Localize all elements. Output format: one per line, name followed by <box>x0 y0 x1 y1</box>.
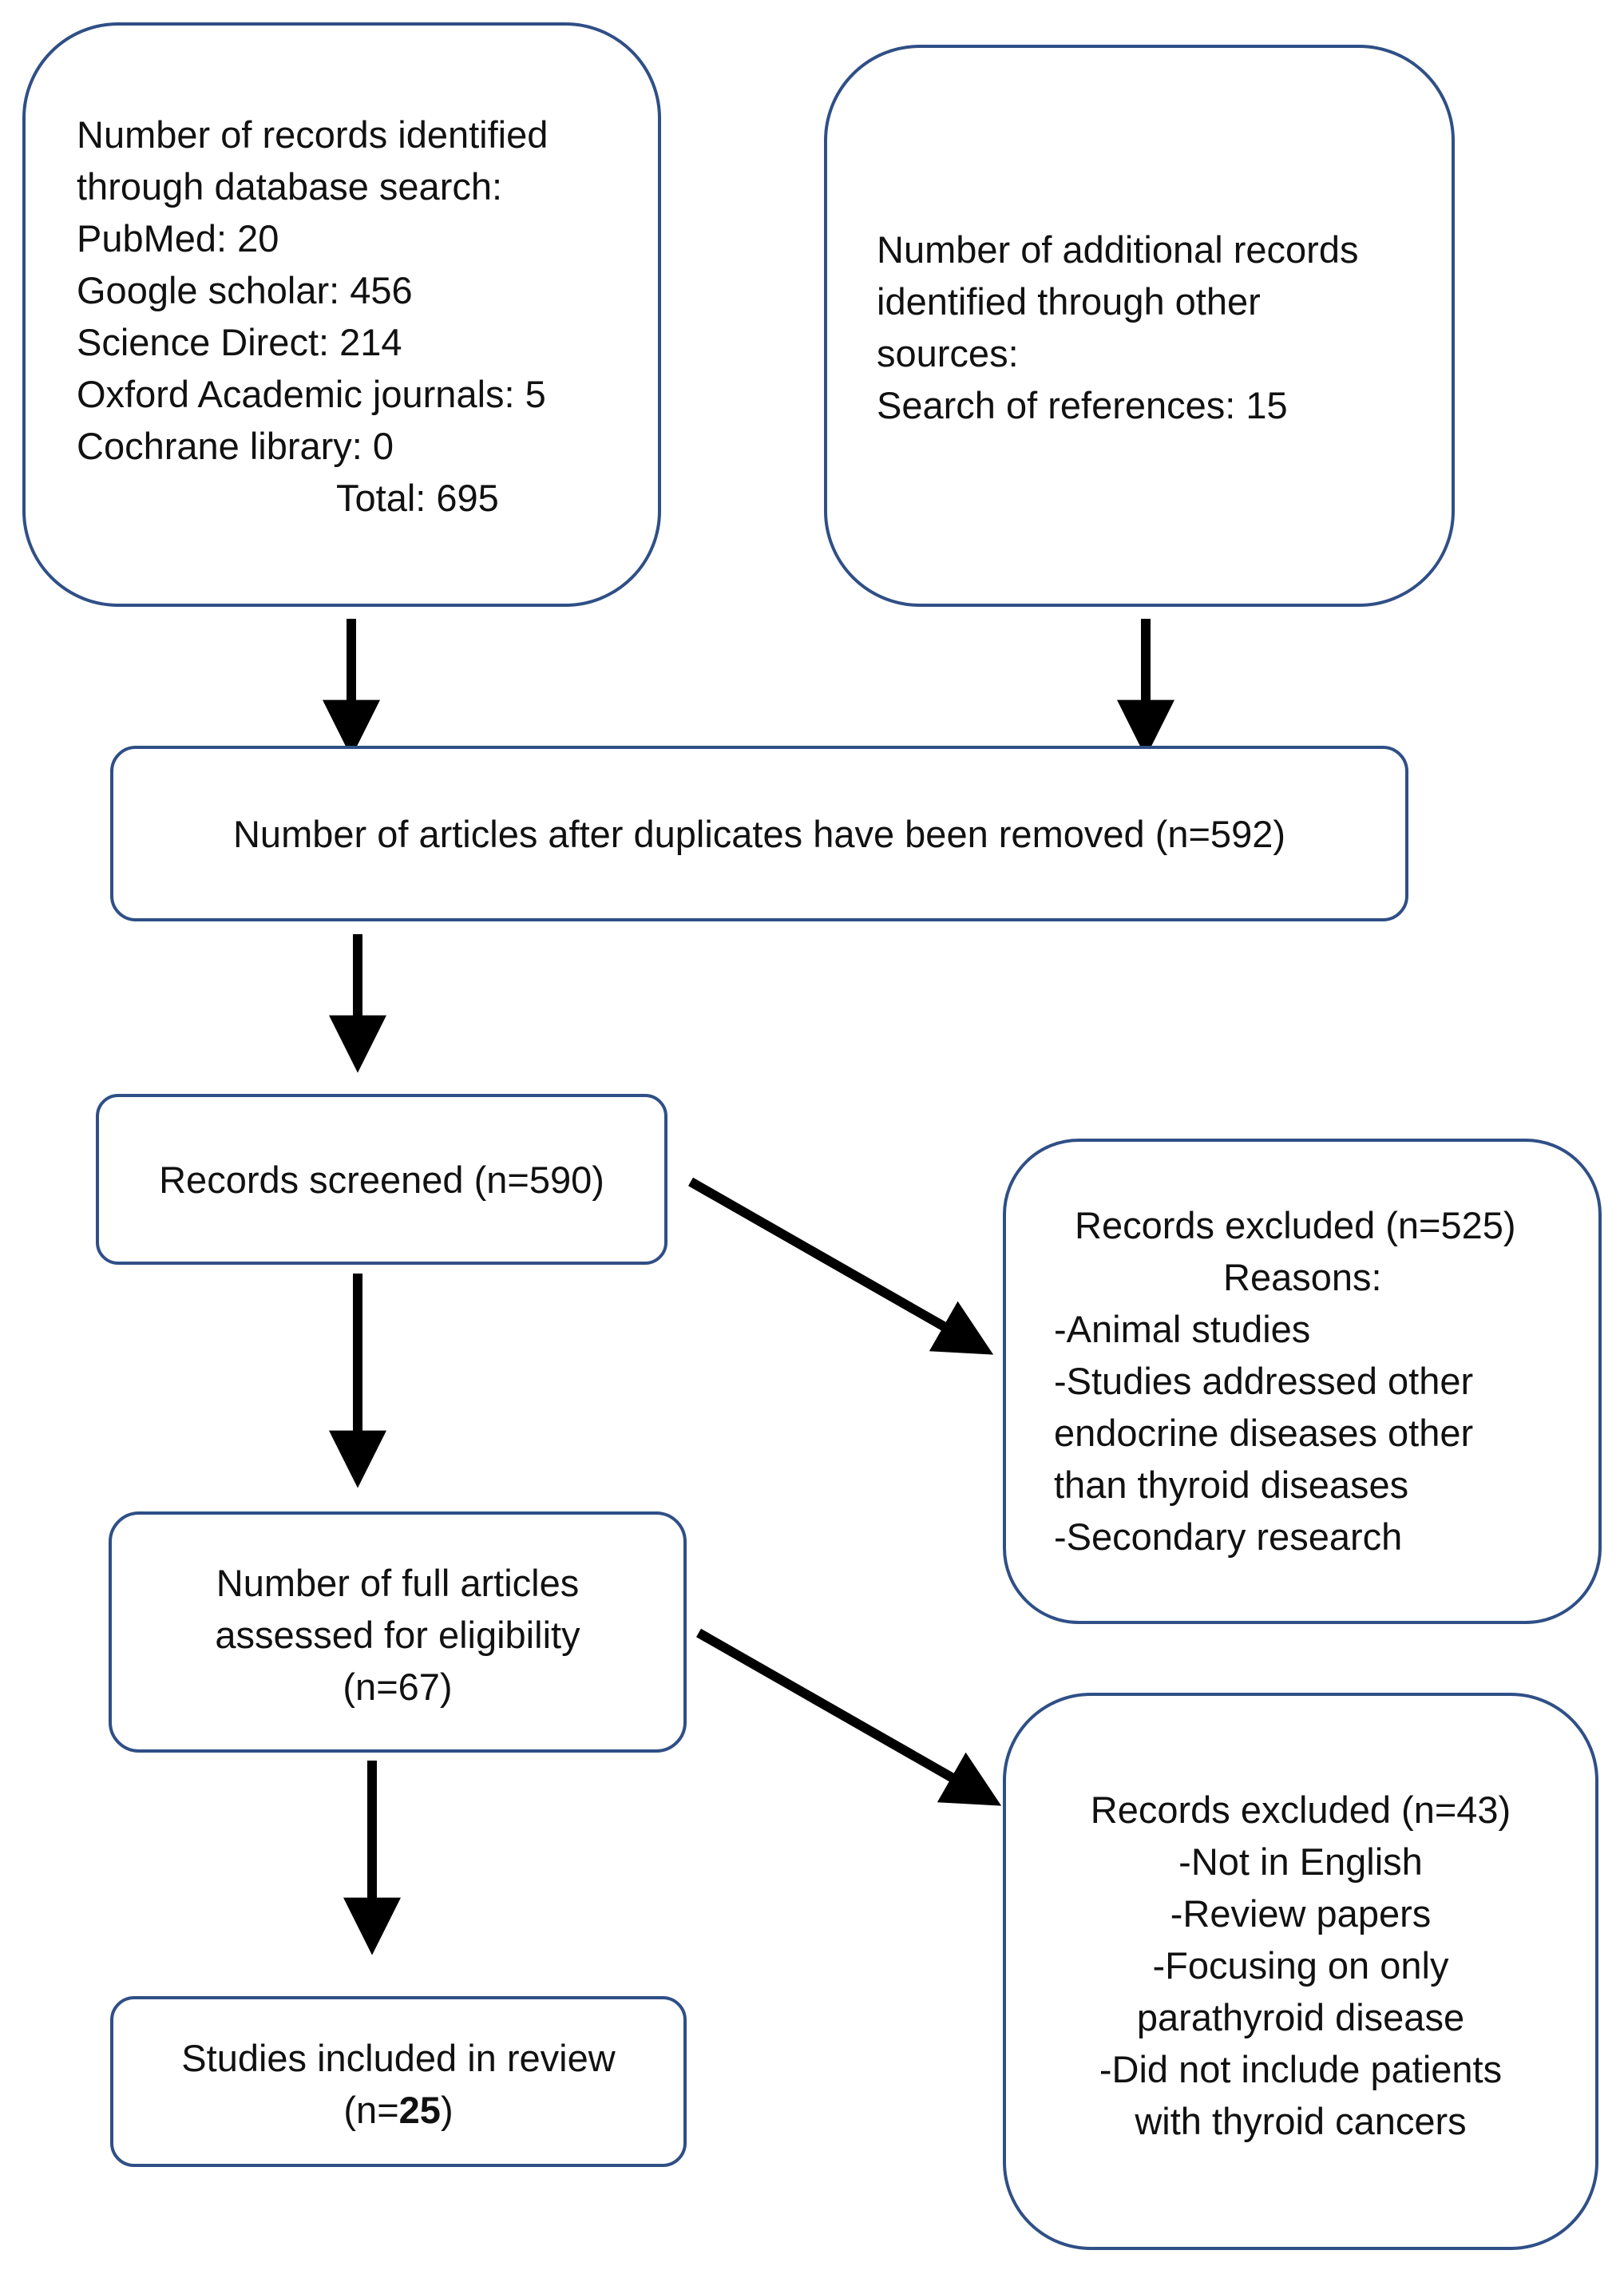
included-studies-line1: Studies included in review <box>181 2037 616 2079</box>
other-sources-text: Number of additional records identified … <box>877 224 1358 431</box>
reason-parathyroid-1: -Focusing on only <box>1152 1944 1449 1987</box>
source-pubmed: PubMed: 20 <box>77 217 279 259</box>
full-articles-line2: assessed for eligibility <box>215 1614 580 1656</box>
source-google-scholar: Google scholar: 456 <box>77 269 413 311</box>
full-articles-box <box>109 1511 687 1753</box>
reason-no-cancer-patients-1: -Did not include patients <box>1099 2048 1503 2090</box>
source-oxford-academic: Oxford Academic journals: 5 <box>77 373 546 415</box>
arrow-screened-to-excluded <box>688 1177 994 1355</box>
reason-no-cancer-patients-2: with thyroid cancers <box>1135 2100 1467 2142</box>
duplicates-removed-box <box>110 746 1408 921</box>
database-heading-line1: Number of records identified <box>77 113 549 156</box>
database-search-box <box>22 22 661 607</box>
source-cochrane: Cochrane library: 0 <box>77 425 394 467</box>
reason-other-endocrine-2: endocrine diseases other <box>1054 1412 1474 1454</box>
database-search-text: Number of records identified through dat… <box>77 109 548 524</box>
arrow-full-articles-to-excluded <box>696 1628 1002 1806</box>
source-science-direct: Science Direct: 214 <box>77 321 402 363</box>
records-screened-text: Records screened (n=590) <box>159 1159 604 1201</box>
reason-not-english: -Not in English <box>1178 1840 1423 1883</box>
included-studies-box <box>110 1996 687 2167</box>
included-count: 25 <box>398 2089 441 2131</box>
excluded-eligibility-text: Records excluded (n=43) -Not in English … <box>1003 1784 1598 2147</box>
other-sources-line3: sources: <box>877 332 1019 374</box>
excluded-screening-box <box>1003 1139 1602 1624</box>
other-sources-line4: Search of references: 15 <box>877 384 1288 426</box>
other-sources-box <box>824 45 1455 607</box>
included-studies-count-line: (n=25) <box>110 2084 687 2136</box>
database-total: Total: 695 <box>336 477 499 519</box>
included-count-suffix: ) <box>440 2089 454 2131</box>
reason-animal-studies: -Animal studies <box>1054 1308 1311 1350</box>
full-articles-line1: Number of full articles <box>216 1562 580 1604</box>
full-articles-count: (n=67) <box>343 1666 453 1708</box>
excluded-eligibility-title: Records excluded (n=43) <box>1090 1789 1511 1831</box>
reason-other-endocrine-1: -Studies addressed other <box>1054 1360 1474 1402</box>
excluded-screening-title: Records excluded (n=525) <box>1075 1204 1516 1246</box>
reason-parathyroid-2: parathyroid disease <box>1136 1996 1465 2038</box>
reason-review-papers: -Review papers <box>1170 1892 1432 1935</box>
reason-other-endocrine-3: than thyroid diseases <box>1054 1464 1409 1506</box>
included-count-prefix: (n= <box>343 2089 399 2131</box>
database-heading-line2: through database search: <box>77 165 503 208</box>
duplicates-removed-text: Number of articles after duplicates have… <box>232 813 1286 855</box>
excluded-screening-text: Records excluded (n=525) Reasons: -Anima… <box>1054 1199 1516 1563</box>
records-screened-box <box>96 1094 667 1265</box>
other-sources-line1: Number of additional records <box>877 228 1359 271</box>
excluded-eligibility-box <box>1003 1693 1598 2250</box>
reason-secondary-research: -Secondary research <box>1054 1515 1403 1558</box>
included-studies-text: Studies included in review (n=25) <box>110 2032 687 2136</box>
excluded-screening-reasons-label: Reasons: <box>1223 1256 1382 1298</box>
other-sources-line2: identified through other <box>877 280 1261 323</box>
full-articles-text: Number of full articles assessed for eli… <box>109 1557 687 1713</box>
